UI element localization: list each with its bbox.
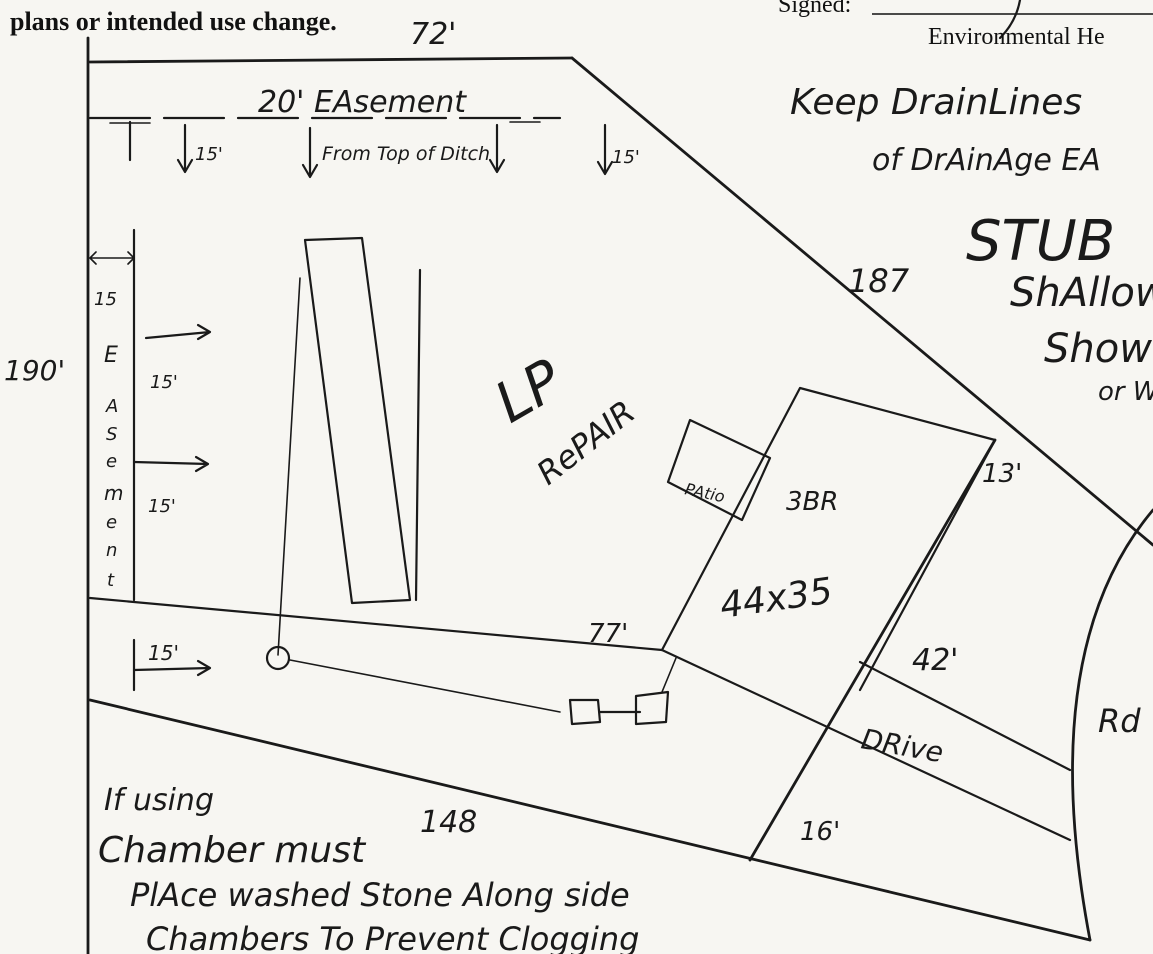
dimension-42: 42' bbox=[912, 643, 958, 678]
sewer-line bbox=[289, 659, 561, 713]
svg-text:e: e bbox=[106, 451, 117, 472]
lp-repair-line bbox=[414, 268, 422, 602]
svg-text:S: S bbox=[106, 424, 117, 445]
lp-repair-label: LP RePAIR bbox=[485, 347, 643, 492]
tank-connector bbox=[661, 657, 677, 693]
upper-right-dimension: 187 bbox=[848, 262, 910, 300]
dimension-16: 16' bbox=[800, 817, 840, 847]
svg-text:e: e bbox=[106, 512, 117, 533]
house-size: 44x35 bbox=[718, 571, 836, 627]
setback-15-e: 15' bbox=[148, 496, 176, 517]
svg-text:If using: If using bbox=[104, 783, 214, 818]
svg-text:Chamber must: Chamber must bbox=[98, 830, 367, 871]
svg-text:of DrAinAge EA: of DrAinAge EA bbox=[872, 143, 1101, 178]
svg-text:m: m bbox=[104, 481, 123, 505]
septic-tank bbox=[568, 690, 670, 726]
lp-repair-field bbox=[303, 236, 412, 605]
supply-line bbox=[277, 277, 301, 656]
property-boundary bbox=[86, 36, 1153, 954]
dimension-13: 13' bbox=[982, 459, 1022, 489]
patio bbox=[666, 418, 772, 522]
svg-text:or W: or W bbox=[1098, 377, 1153, 407]
drive-line-bottom bbox=[660, 648, 1072, 842]
setback-15-f: 15' bbox=[148, 641, 179, 665]
from-top-of-ditch-label: From Top of Ditch bbox=[322, 143, 490, 165]
easement-vertical-label: E A S e m e n t bbox=[104, 343, 123, 591]
road-label: Rd bbox=[1098, 702, 1141, 740]
bottom-dimension: 148 bbox=[420, 805, 477, 840]
shallow-lines-note: ShAllow Show or W bbox=[1010, 270, 1153, 407]
signature-stroke bbox=[998, 0, 1022, 40]
house-footprint bbox=[660, 386, 997, 692]
svg-text:n: n bbox=[106, 540, 117, 561]
road-edge bbox=[1071, 508, 1153, 942]
svg-text:Chambers To Prevent Clogging: Chambers To Prevent Clogging bbox=[146, 920, 639, 954]
svg-text:Keep DrainLines: Keep DrainLines bbox=[790, 82, 1082, 123]
patio-label: PAtio bbox=[683, 479, 727, 506]
drain-lines-note: Keep DrainLines of DrAinAge EA bbox=[790, 82, 1101, 178]
top-dimension: 72' bbox=[410, 17, 456, 52]
dimension-77: 77' bbox=[588, 619, 628, 649]
department-label: Environmental He bbox=[928, 24, 1105, 50]
svg-text:E: E bbox=[104, 343, 118, 368]
setback-15-c: 15 bbox=[94, 289, 117, 310]
notice-line: plans or intended use change. bbox=[10, 7, 337, 36]
drive-line-right bbox=[858, 660, 1072, 772]
svg-text:LP: LP bbox=[485, 347, 574, 436]
svg-text:Show: Show bbox=[1044, 326, 1152, 372]
setback-15-b: 15' bbox=[612, 147, 640, 168]
svg-text:A: A bbox=[105, 396, 118, 417]
stub-label: STUB bbox=[966, 209, 1115, 274]
drive-label: DRive bbox=[859, 722, 946, 769]
setback-15-a: 15' bbox=[195, 144, 223, 165]
left-dimension: 190' bbox=[4, 354, 65, 387]
chamber-note: If using Chamber must PlAce washed Stone… bbox=[98, 783, 639, 954]
signed-label: Signed: bbox=[778, 0, 851, 18]
house-bedrooms: 3BR bbox=[786, 487, 838, 517]
easement-label: 20' EAsement bbox=[258, 85, 467, 120]
svg-text:t: t bbox=[107, 570, 115, 591]
easement-arrows bbox=[89, 120, 614, 692]
clean-out-marker bbox=[265, 645, 291, 671]
setback-15-d: 15' bbox=[150, 372, 178, 393]
svg-text:ShAllow: ShAllow bbox=[1010, 270, 1153, 316]
svg-text:PlAce washed Stone Along side: PlAce washed Stone Along side bbox=[130, 876, 630, 914]
lot-interior-line bbox=[88, 596, 664, 652]
drive-line-left bbox=[748, 438, 997, 862]
